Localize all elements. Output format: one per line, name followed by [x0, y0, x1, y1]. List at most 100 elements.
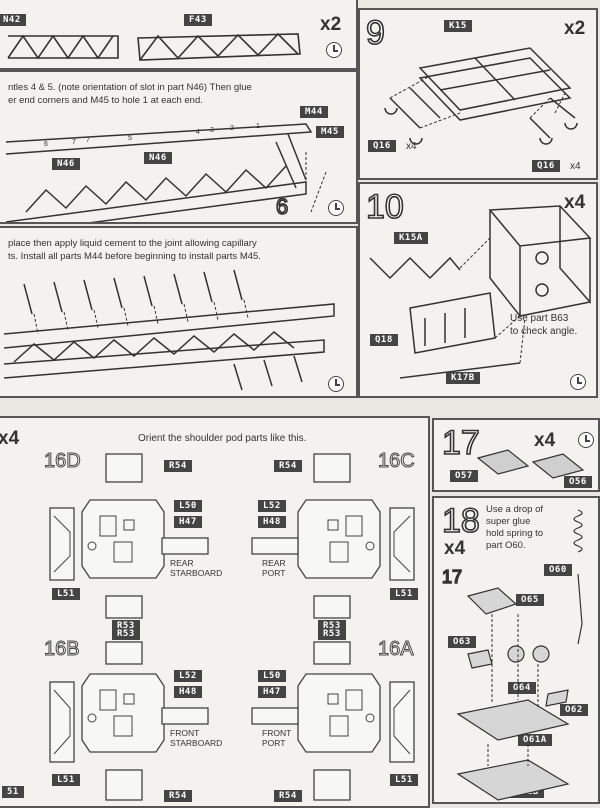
pod-label: 16D: [44, 450, 82, 473]
part-tag-k17b: K17B: [446, 372, 480, 384]
clock-icon: [328, 200, 344, 216]
part-tag-o63: O63: [448, 636, 476, 648]
part-tag-outer: L51: [52, 774, 80, 786]
step-18-panel: 18 x4 Use a drop of super glue hold spri…: [432, 496, 600, 804]
pod-drawing: [49, 453, 209, 619]
hole-number: 3: [210, 127, 214, 134]
pod-label: 16A: [378, 638, 415, 661]
part-tag-o60: O60: [544, 564, 572, 576]
pod-position-line-2: STARBOARD: [170, 738, 223, 748]
step-panel-middle-left: ntles 4 & 5. (note orientation of slot i…: [0, 70, 358, 224]
part-tag-o56: O56: [564, 476, 592, 488]
part-tag-n46-right: N46: [144, 152, 172, 164]
part-tag-side-2: H48: [174, 686, 202, 698]
step-panel-lower-left: place then apply liquid cement to the jo…: [0, 226, 358, 398]
part-tag-outer: L51: [390, 588, 418, 600]
part-tag-bottom: R54: [164, 790, 192, 802]
frame-assembly-drawing: [369, 205, 592, 379]
part-tag-top: R54: [274, 460, 302, 472]
pod-16c: 16C R54 L52 H48 REAR PORT L51 R53: [238, 446, 428, 632]
frame-part-drawing: [384, 47, 578, 145]
step-multiplier: x4: [534, 430, 556, 451]
part-tag-side-2: H48: [258, 516, 286, 528]
part-tag-side-1: L50: [174, 500, 202, 512]
pod-label: 16C: [378, 450, 416, 473]
part-tag-k15: K15: [444, 20, 472, 32]
step-multiplier: x4: [444, 538, 466, 559]
pod-position-line-2: PORT: [262, 738, 286, 748]
pod-drawing: [49, 641, 209, 801]
part-tag-o62: O62: [560, 704, 588, 716]
part-tag-o61a: O61A: [518, 734, 552, 746]
hole-number: 7: [86, 137, 90, 144]
pod-position-line-1: FRONT: [170, 728, 200, 738]
step-multiplier: x2: [320, 14, 342, 35]
part-tag-outer: L51: [390, 774, 418, 786]
clock-icon: [578, 432, 594, 448]
q16-right-count: x4: [570, 161, 581, 172]
pod-position-line-2: PORT: [262, 568, 286, 578]
step-number: 9: [365, 14, 386, 52]
part-tag-outer: L51: [52, 588, 80, 600]
assembly-drawing: [456, 509, 583, 801]
step-multiplier: x4: [564, 192, 586, 213]
truss-assembly-drawing: [5, 123, 327, 222]
step-number: 18: [441, 502, 480, 540]
note-line-2: to check angle.: [510, 326, 578, 337]
pod-drawing: [251, 453, 415, 619]
note-line-2: super glue: [486, 516, 531, 527]
part-tag-bottom: R54: [274, 790, 302, 802]
hole-number: 5: [128, 135, 132, 142]
part-tag-o57: O57: [450, 470, 478, 482]
step-multiplier: x2: [564, 18, 586, 39]
edge-part-tag: 51: [2, 786, 24, 798]
hole-number: 7: [72, 139, 76, 146]
part-tag-q16-right: Q16: [532, 160, 560, 172]
pod-position-line-2: STARBOARD: [170, 568, 223, 578]
instruction-text: Orient the shoulder pod parts like this.: [138, 433, 307, 444]
step-10-panel: 10 x4 K15A Q18 K17B Use part B63 to chec…: [358, 182, 598, 398]
part-tag-side-1: L52: [258, 500, 286, 512]
clock-icon: [328, 376, 344, 392]
pod-16d: 16D R54 L50 H47 REAR STARBOARD L51 R53: [44, 446, 234, 632]
instruction-line-1: place then apply liquid cement to the jo…: [8, 238, 257, 249]
part-tag-n46-left: N46: [52, 158, 80, 170]
part-tag-top: R54: [164, 460, 192, 472]
part-tag-top: R53: [112, 628, 140, 640]
sub-step-reference: 17: [441, 567, 463, 587]
note-line-1: Use a drop of: [486, 504, 544, 515]
step-16-panel: x4 Orient the shoulder pod parts like th…: [0, 416, 430, 808]
part-tag-o64: O64: [508, 682, 536, 694]
part-tag-side-2: H47: [258, 686, 286, 698]
note-line-3: hold spring to: [486, 528, 544, 539]
clock-icon: [326, 42, 342, 58]
bracket-drawing: [476, 449, 585, 479]
part-tag-q16-left: Q16: [368, 140, 396, 152]
part-tag-f43: F43: [184, 14, 212, 26]
reference-number: 6: [275, 194, 289, 219]
note-line-1: Use part B63: [510, 313, 569, 324]
part-tag-n42: N42: [0, 14, 26, 26]
step-number: 17: [441, 424, 480, 462]
step-number: 10: [365, 188, 404, 226]
hole-number: 4: [196, 129, 200, 136]
pod-position-line-1: FRONT: [262, 728, 292, 738]
part-tag-q18: Q18: [370, 334, 398, 346]
strut-install-drawing: [3, 269, 335, 391]
part-tag-k15a: K15A: [394, 232, 428, 244]
clock-icon: [570, 374, 586, 390]
pod-position-line-1: REAR: [262, 558, 286, 568]
pod-16a: 16A R53 L50 H47 FRONT PORT L51 R54: [238, 628, 428, 806]
pod-drawing: [251, 641, 415, 801]
truss-part-drawing: [7, 32, 301, 61]
pod-label: 16B: [44, 638, 81, 661]
note-line-4: part O60.: [486, 540, 526, 551]
pod-position-line-1: REAR: [170, 558, 194, 568]
step-panel-top-left: N42 F43 x2: [0, 0, 358, 70]
part-tag-side-1: L50: [258, 670, 286, 682]
hole-number: 6: [44, 141, 48, 148]
part-tag-side-1: L52: [174, 670, 202, 682]
part-tag-m44: M44: [300, 106, 328, 118]
instruction-line-2: ts. Install all parts M44 before beginni…: [8, 251, 261, 262]
part-tag-o65: O65: [516, 594, 544, 606]
